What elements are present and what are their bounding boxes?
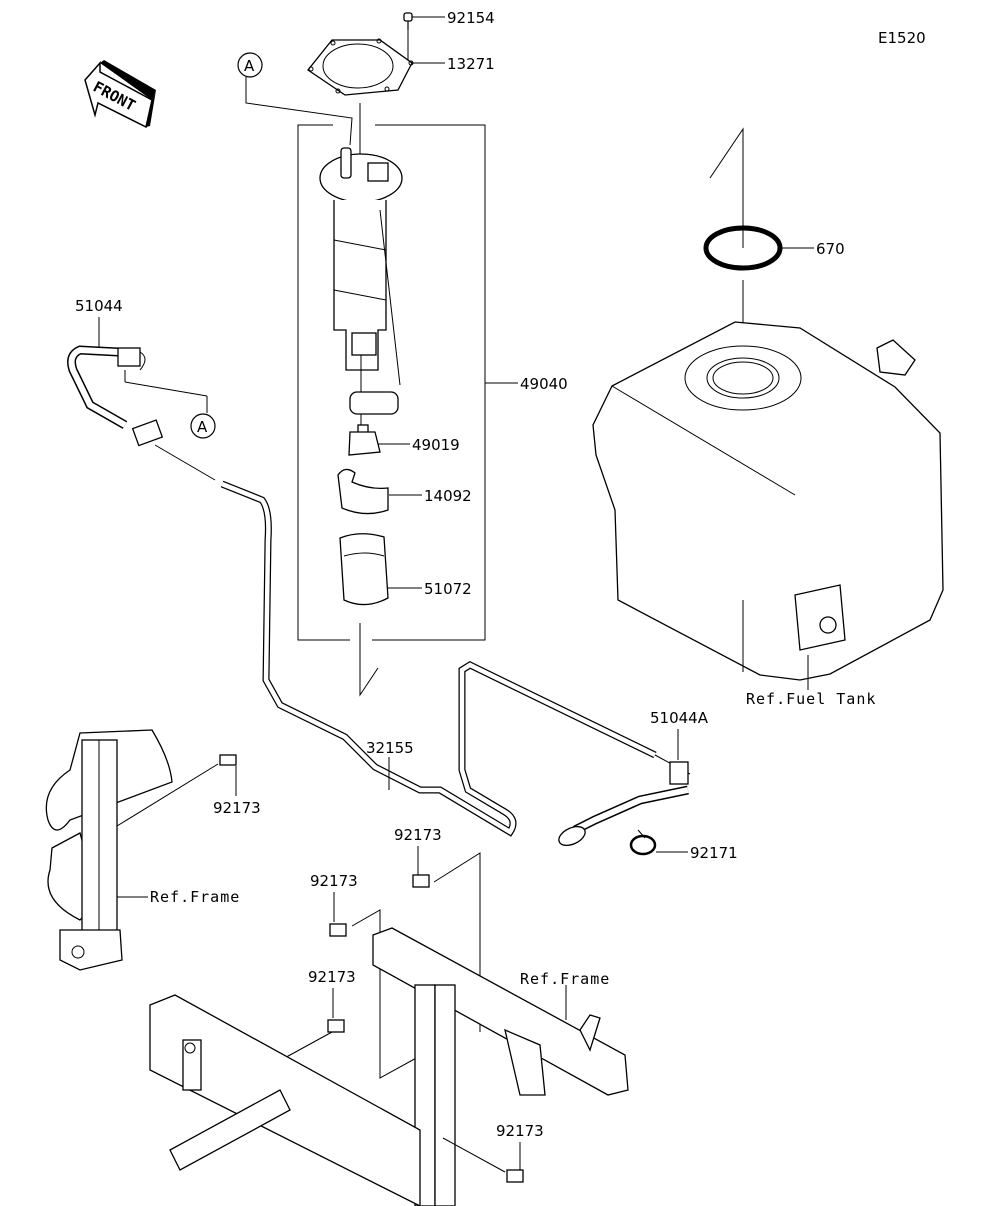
part-label-51044[interactable]: 51044: [75, 297, 123, 315]
part-label-51072[interactable]: 51072: [424, 580, 472, 598]
plate-13271[interactable]: 13271: [307, 38, 495, 96]
clamp-92171[interactable]: 92171: [629, 829, 738, 862]
axis-lower-line: [359, 623, 379, 697]
part-label-92173-mid-upper[interactable]: 92173: [394, 826, 442, 844]
bracket-49040: 49040: [297, 124, 568, 641]
frame-right: Ref.Frame: [149, 927, 629, 1206]
tank-axis-line: [709, 127, 744, 248]
part-label-670[interactable]: 670: [816, 240, 845, 258]
part-label-92154[interactable]: 92154: [447, 9, 495, 27]
svg-text:A: A: [244, 57, 255, 75]
part-label-92171[interactable]: 92171: [690, 844, 738, 862]
fuel-tank[interactable]: Ref.Fuel Tank: [592, 321, 944, 708]
part-label-92173-lower-left[interactable]: 92173: [308, 968, 356, 986]
part-label-51044a[interactable]: 51044A: [650, 709, 709, 727]
part-label-92173-mid[interactable]: 92173: [310, 872, 358, 890]
part-label-92173-bottom[interactable]: 92173: [496, 1122, 544, 1140]
part-label-49019[interactable]: 49019: [412, 436, 460, 454]
frame-left: Ref.Frame: [45, 729, 240, 971]
diagram-code: E1520: [878, 29, 926, 47]
filter-49019[interactable]: 49019: [348, 424, 460, 456]
part-label-92173-left[interactable]: 92173: [213, 799, 261, 817]
bolt-92154[interactable]: 92154: [403, 9, 495, 62]
part-label-32155[interactable]: 32155: [366, 739, 414, 757]
cover-14092[interactable]: 14092: [337, 468, 472, 515]
part-label-14092[interactable]: 14092: [424, 487, 472, 505]
ref-fuel-tank: Ref.Fuel Tank: [746, 690, 876, 708]
svg-text:A: A: [197, 418, 208, 436]
ref-frame-right: Ref.Frame: [520, 970, 610, 988]
clamp-92173-mid[interactable]: 92173: [310, 872, 421, 1079]
clamp-92173-bottom[interactable]: 92173: [442, 1122, 544, 1183]
clamp-92173-mid-upper[interactable]: 92173: [394, 826, 481, 1032]
callout-a-top[interactable]: A: [237, 52, 353, 146]
front-arrow-icon: FRONT: [84, 60, 156, 129]
ref-frame-left: Ref.Frame: [150, 888, 240, 906]
hose-51044a[interactable]: 51044A: [556, 709, 709, 849]
clamp-92173-left[interactable]: 92173: [213, 754, 261, 817]
clamp-92173-lower-left[interactable]: 92173: [269, 968, 356, 1067]
part-label-13271[interactable]: 13271: [447, 55, 495, 73]
pipe-32155[interactable]: 32155: [154, 444, 691, 837]
part-label-49040[interactable]: 49040: [520, 375, 568, 393]
hose-51044[interactable]: 51044: [67, 297, 208, 447]
callout-a-hose[interactable]: A: [190, 413, 216, 439]
fuel-pump-assembly[interactable]: [319, 147, 403, 428]
case-51072[interactable]: 51072: [339, 533, 472, 606]
o-ring-670[interactable]: 670: [703, 225, 845, 271]
